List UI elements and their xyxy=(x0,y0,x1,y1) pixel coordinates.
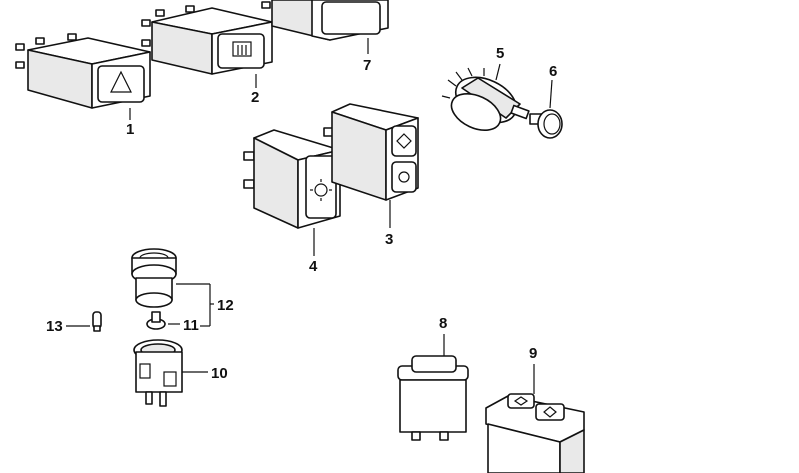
part-13-bulb xyxy=(92,311,102,332)
callout-11: 11 xyxy=(183,317,199,334)
part-11-stud xyxy=(146,311,166,330)
light-bulb-icon xyxy=(310,179,332,201)
callout-2: 2 xyxy=(251,89,259,106)
part-4-light-switch xyxy=(243,129,341,229)
diamond-symbol-icon xyxy=(396,133,412,149)
callout-3: 3 xyxy=(385,231,393,248)
part-10-lighter-socket xyxy=(133,339,183,407)
rear-defrost-icon xyxy=(232,41,252,57)
part-12-lighter-element xyxy=(131,248,177,308)
callout-labels: 1 2 3 4 5 6 7 8 9 10 11 12 13 xyxy=(46,45,557,382)
part-1-hazard-switch xyxy=(15,33,151,109)
callout-5: 5 xyxy=(496,45,504,62)
callout-10: 10 xyxy=(211,365,228,382)
leader-lines xyxy=(66,38,553,394)
part-7-switch xyxy=(261,0,389,41)
part-3-double-switch xyxy=(323,103,419,201)
part-5-rotary-switch xyxy=(441,67,530,131)
part-6-knob xyxy=(529,109,563,139)
part-2-rear-defrost-switch xyxy=(141,5,273,75)
light-bulb-icon xyxy=(398,171,410,183)
callout-4: 4 xyxy=(309,258,318,275)
callout-7: 7 xyxy=(363,57,371,74)
part-8-push-switch xyxy=(397,355,469,441)
callout-6: 6 xyxy=(549,63,557,80)
part-9-double-push-switch xyxy=(485,393,585,473)
diamond-symbol-icon xyxy=(535,403,565,421)
hazard-triangle-icon xyxy=(110,70,132,93)
callout-13: 13 xyxy=(46,318,63,335)
callout-12: 12 xyxy=(217,297,234,314)
callout-1: 1 xyxy=(126,121,134,138)
callout-9: 9 xyxy=(529,345,537,362)
callout-8: 8 xyxy=(439,315,447,332)
diamond-symbol-icon xyxy=(507,393,535,409)
